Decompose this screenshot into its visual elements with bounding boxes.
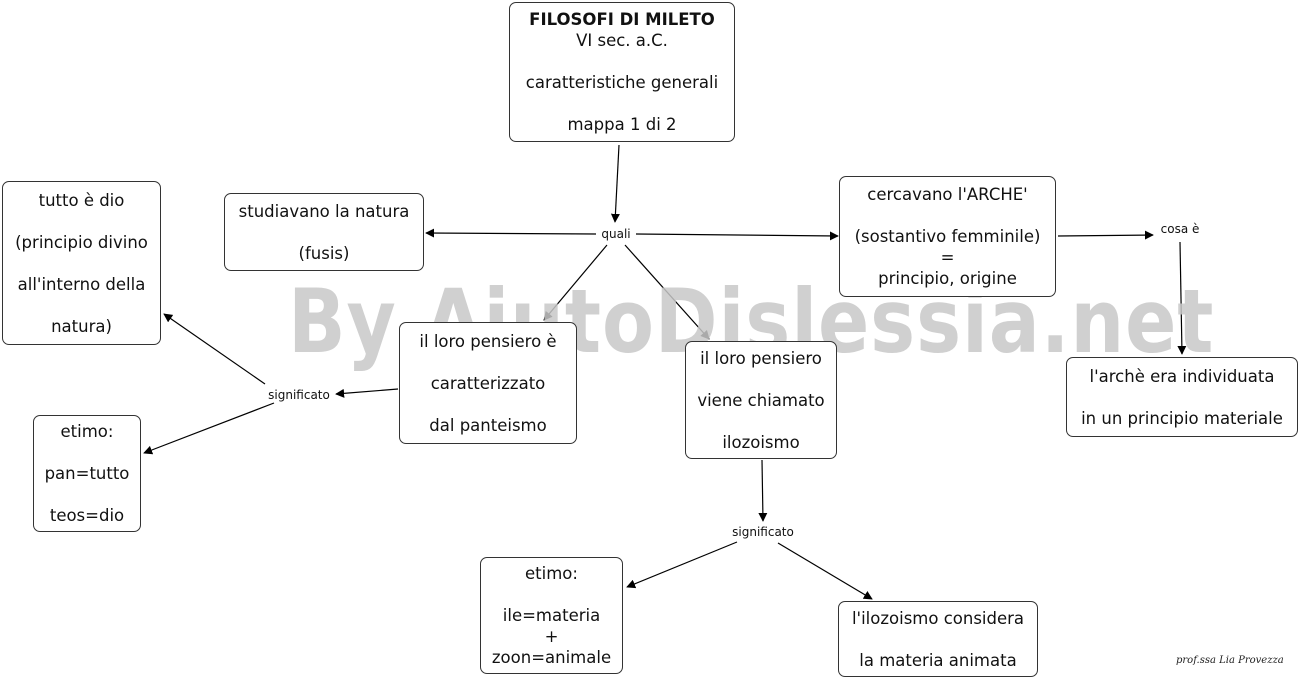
node-text-line: in un principio materiale xyxy=(1081,408,1283,428)
node-text-line: ilozoismo xyxy=(722,432,800,452)
node-text-line: FILOSOFI DI MILETO xyxy=(529,10,715,29)
edge-significato-to-tutto xyxy=(163,313,266,385)
edge-significato-to-etimo-ile xyxy=(626,541,738,589)
node-text-line: ile=materia xyxy=(502,606,601,625)
edge-quali-to-arche xyxy=(635,231,839,241)
node-text-line: caratterizzato xyxy=(430,373,546,393)
node-text-line: teos=dio xyxy=(49,506,125,525)
node-arche-materiale[interactable]: l'archè era individuata in un principio m… xyxy=(1066,357,1298,437)
node-ilozoismo[interactable]: il loro pensiero viene chiamato ilozoismo xyxy=(685,341,837,459)
node-title[interactable]: FILOSOFI DI MILETO VI sec. a.C. caratteris… xyxy=(509,2,735,142)
node-text-line: all'interno della xyxy=(17,274,146,294)
node-text-line: caratteristiche generali xyxy=(525,73,719,92)
edge-quali-to-natura xyxy=(425,228,597,238)
node-text-line: cercavano l'ARCHE' xyxy=(867,185,1028,204)
link-label-significato-ilozoismo: significato xyxy=(730,525,796,539)
edge-significato-to-etimo-pan xyxy=(143,402,275,455)
edge-arche-to-cosa xyxy=(1057,230,1154,240)
node-text-line: (principio divino xyxy=(15,232,148,252)
edge-quali-to-ilozoismo xyxy=(624,244,710,340)
link-label-quali: quali xyxy=(599,227,633,241)
link-label-cosa-e: cosa è xyxy=(1158,222,1202,236)
link-label-significato-panteismo: significato xyxy=(266,388,332,402)
edge-title-to-quali xyxy=(610,144,620,223)
node-text-line: + xyxy=(544,627,559,646)
node-text-line: tutto è dio xyxy=(38,190,125,210)
node-text-line: etimo: xyxy=(60,422,114,441)
author-credit: prof.ssa Lia Provezza xyxy=(1176,655,1284,666)
node-text-line: mappa 1 di 2 xyxy=(567,115,677,134)
node-tutto-e-dio[interactable]: tutto è dio (principio divino all'interno … xyxy=(2,181,161,345)
node-text-line: etimo: xyxy=(525,564,578,583)
edge-ilozoismo-to-significato xyxy=(758,459,768,522)
node-text-line: viene chiamato xyxy=(697,390,825,410)
node-text-line: dal panteismo xyxy=(429,415,547,435)
node-text-line: principio, origine xyxy=(878,269,1017,288)
node-text-line: studiavano la natura xyxy=(238,201,410,221)
node-studiavano-natura[interactable]: studiavano la natura (fusis) xyxy=(224,193,424,271)
edge-panteismo-to-significato xyxy=(335,388,399,398)
edge-quali-to-panteismo xyxy=(543,244,608,321)
node-etimo-panteismo[interactable]: etimo: pan=tutto teos=dio xyxy=(33,415,141,532)
node-etimo-ilozoismo[interactable]: etimo: ile=materia + zoon=animale xyxy=(480,557,623,674)
node-text-line: zoon=animale xyxy=(491,648,612,667)
node-text-line: (fusis) xyxy=(298,243,350,263)
node-materia-animata[interactable]: l'ilozoismo considera la materia animata xyxy=(838,601,1038,677)
node-text-line: pan=tutto xyxy=(44,464,130,483)
edge-cosa-to-materiale xyxy=(1177,241,1187,355)
node-text-line: l'ilozoismo considera xyxy=(851,608,1025,628)
node-cercavano-arche[interactable]: cercavano l'ARCHE' (sostantivo femminile)… xyxy=(839,176,1056,297)
node-text-line: il loro pensiero è xyxy=(419,331,557,351)
node-text-line: la materia animata xyxy=(859,650,1017,670)
node-panteismo[interactable]: il loro pensiero è caratterizzato dal pant… xyxy=(399,322,577,444)
node-text-line: VI sec. a.C. xyxy=(576,31,668,50)
node-text-line: natura) xyxy=(51,316,112,336)
edge-significato-to-materia xyxy=(777,542,873,600)
node-text-line: il loro pensiero xyxy=(700,348,822,368)
node-text-line: = xyxy=(940,248,955,267)
node-text-line: l'archè era individuata xyxy=(1089,366,1275,386)
node-text-line: (sostantivo femminile) xyxy=(854,227,1041,246)
